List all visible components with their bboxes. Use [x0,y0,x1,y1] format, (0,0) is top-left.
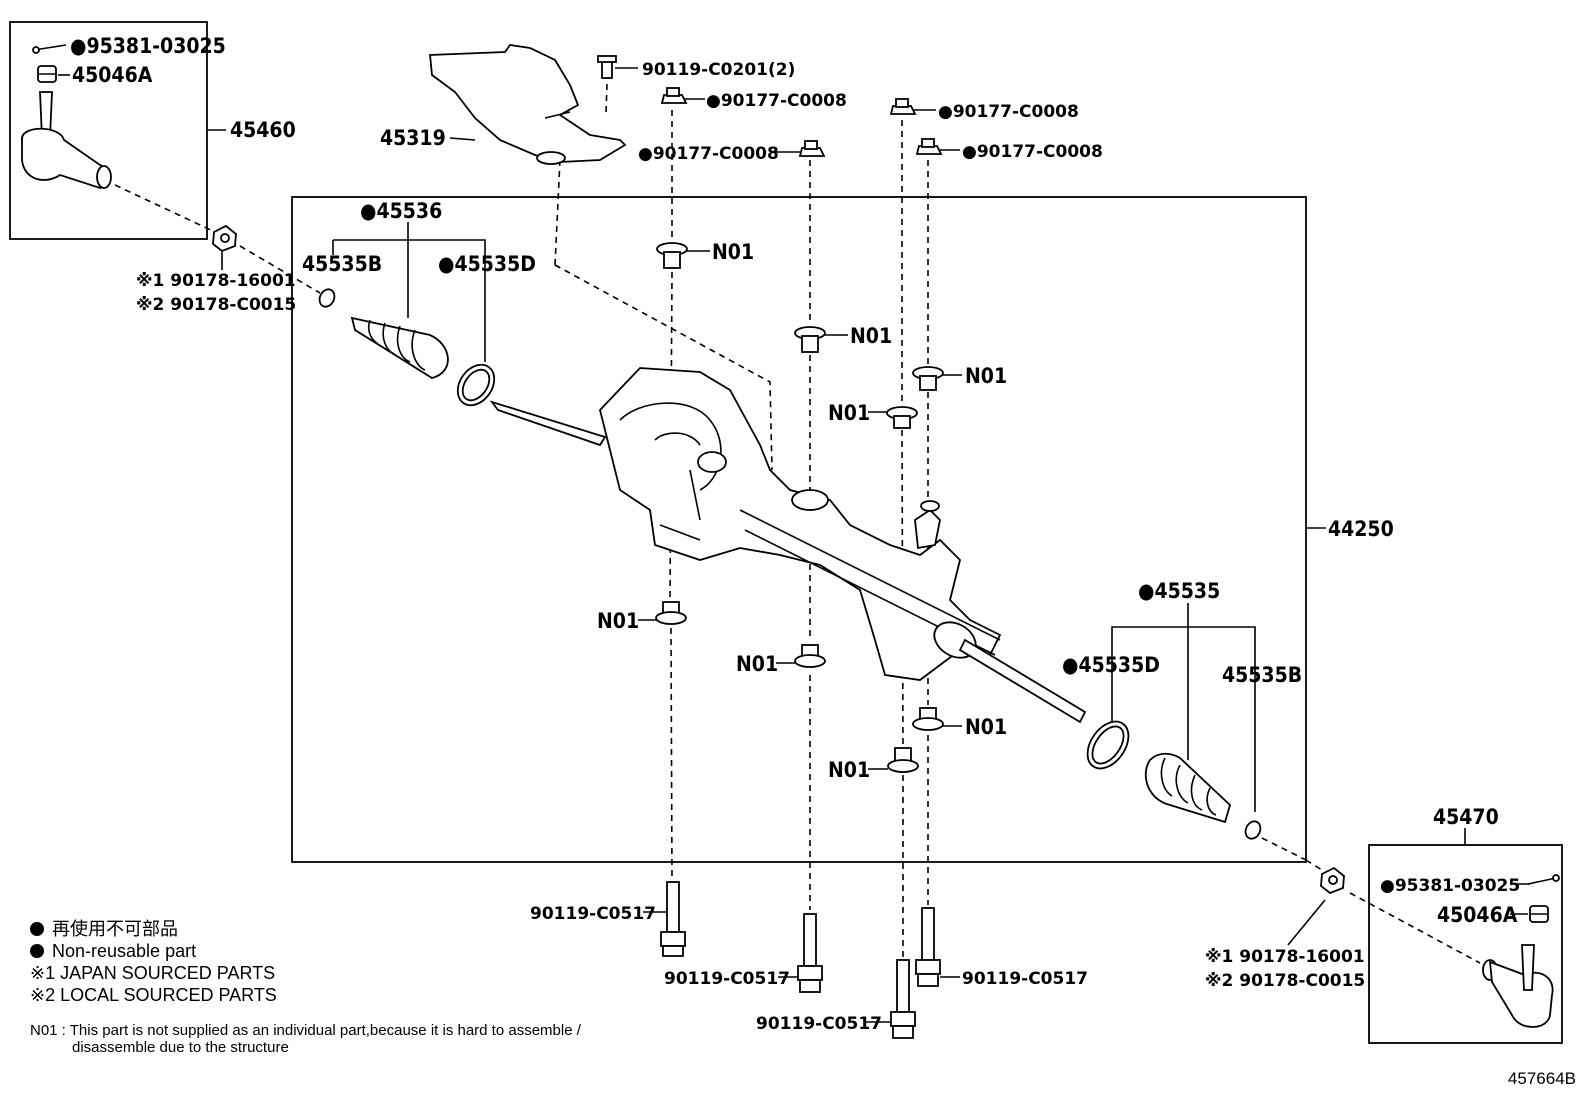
label-90119-c0517-c: 90119-C0517 [962,969,1088,989]
legend-en-nonreusable: Non-reusable part [30,940,277,962]
bolt-90119-c0517-c [915,907,941,987]
bolt-90119-c0201 [597,55,617,79]
label-45535: ●45535 [1138,579,1220,603]
bushing-n01-4 [886,406,918,429]
nut-90177-d [915,138,943,155]
bolt-90119-c0517-d [890,959,916,1039]
castle-nut-left [37,65,57,83]
cotter-pin-right [1527,874,1560,885]
bushing-n01-8 [887,747,919,773]
label-90178-left-2: ※2 90178-C0015 [136,295,296,315]
bullet-icon [30,922,44,936]
label-45046a-left: 45046A [72,63,153,87]
label-n01-7: N01 [965,715,1007,739]
boot-right [1144,752,1232,824]
label-95381-right: ●95381-03025 [1380,876,1520,896]
label-n01-1: N01 [712,240,754,264]
bushing-n01-3 [912,366,944,391]
illustration-code: 457664B [1507,1069,1576,1088]
legend-en-text: Non-reusable part [52,941,197,961]
label-90177-c: ●90177-C0008 [938,102,1079,122]
label-90119-c0201: 90119-C0201(2) [642,60,795,80]
hex-nut-left [212,224,237,253]
label-n01-4: N01 [828,401,870,425]
nut-90177-c [889,98,917,115]
bushing-n01-5 [655,601,687,625]
legend-jp-nonreusable: 再使用不可部品 [30,918,277,940]
legend-japan-sourced: ※1 JAPAN SOURCED PARTS [30,963,276,983]
label-90177-b: ●90177-C0008 [638,144,779,164]
bushing-n01-2 [794,326,826,353]
bushing-n01-7 [912,707,944,731]
label-90178-right-1: ※1 90178-16001 [1205,947,1365,967]
note-code: N01 : [30,1022,66,1039]
legend-jp-text: 再使用不可部品 [52,919,178,939]
label-n01-6: N01 [736,652,778,676]
label-n01-3: N01 [965,364,1007,388]
boot-clip-small-left [318,288,336,308]
nut-90177-a [660,87,688,104]
label-45319: 45319 [380,126,446,150]
label-90177-d: ●90177-C0008 [962,142,1103,162]
boot-clamp-large-right [1086,720,1130,770]
leader-lines [208,67,1530,1023]
steering-gear-cover [429,44,627,165]
label-90119-c0517-a: 90119-C0517 [530,904,656,924]
label-95381-left: ●95381-03025 [70,34,226,58]
n01-note: N01 : This part is not supplied as an in… [30,1022,581,1056]
tie-rod-end-right [1482,944,1554,1028]
label-45470: 45470 [1433,805,1499,829]
tie-rod-end-left-frame [9,21,208,240]
label-90177-a: ●90177-C0008 [706,91,847,111]
label-n01-5: N01 [597,609,639,633]
cotter-pin-left [32,44,67,54]
label-90178-left-1: ※1 90178-16001 [136,271,296,291]
label-45535d-right: ●45535D [1062,653,1160,677]
label-n01-8: N01 [828,758,870,782]
boot-left [350,316,449,379]
label-90178-right-2: ※2 90178-C0015 [1205,971,1365,991]
note-line1: This part is not supplied as an individu… [69,1022,581,1039]
label-n01-2: N01 [850,324,892,348]
steering-gear-assembly [489,367,1087,724]
note-line2: disassemble due to the structure [72,1039,289,1056]
label-45535d-left: ●45535D [438,252,536,276]
boot-clip-small-right [1244,820,1262,840]
bolt-90119-c0517-b [797,913,823,993]
label-44250: 44250 [1328,517,1394,541]
label-45535b-right: 45535B [1222,663,1302,687]
label-45046a-right: 45046A [1437,903,1518,927]
legend-local-sourced: ※2 LOCAL SOURCED PARTS [30,985,277,1005]
castle-nut-right [1529,905,1549,923]
hex-nut-right [1320,866,1345,895]
nut-90177-b [798,140,826,157]
bullet-icon [30,944,44,958]
label-45535b-left: 45535B [302,252,382,276]
bushing-n01-6 [794,644,826,668]
bushing-n01-1 [656,242,688,269]
bolt-90119-c0517-a [660,881,686,957]
tie-rod-end-left [21,91,112,189]
label-45460: 45460 [230,118,296,142]
label-90119-c0517-d: 90119-C0517 [756,1014,882,1034]
boot-clamp-large-left [456,363,496,407]
gear-assembly-frame [291,196,1307,863]
label-45536: ●45536 [360,199,442,223]
label-90119-c0517-b: 90119-C0517 [664,969,790,989]
legend: 再使用不可部品 Non-reusable part ※1 JAPAN SOURC… [30,918,277,1006]
